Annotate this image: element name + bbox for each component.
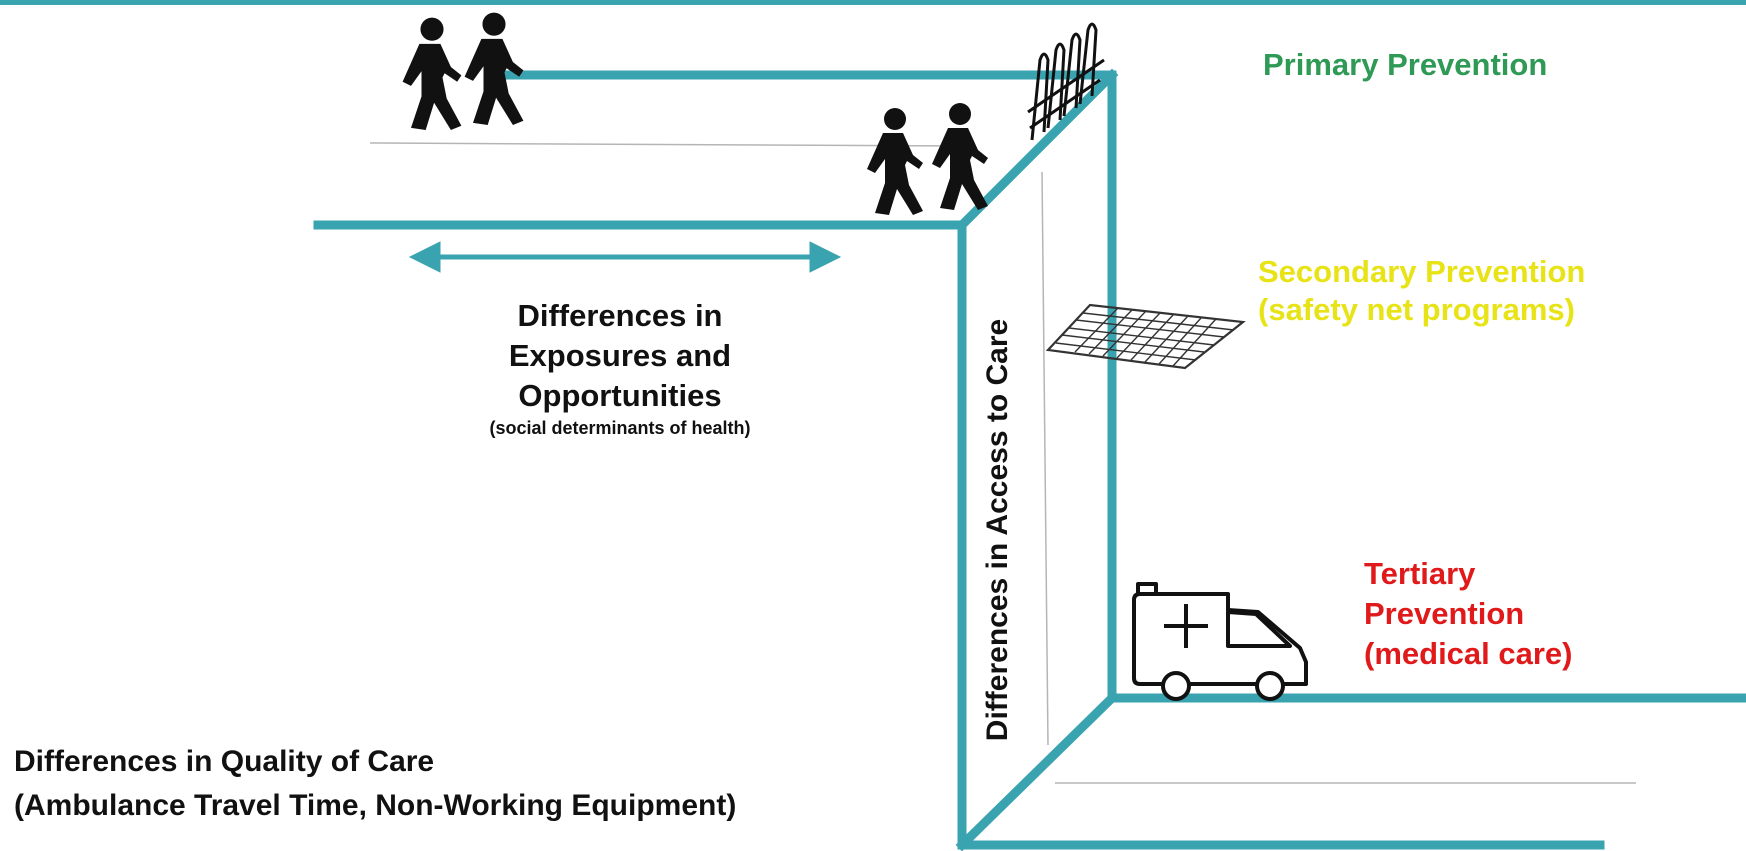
fence-icon xyxy=(1027,22,1105,141)
access-to-care-label: Differences in Access to Care xyxy=(981,318,1014,742)
quality-line-2: (Ambulance Travel Time, Non-Working Equi… xyxy=(14,789,737,822)
primary-prevention-label: Primary Prevention xyxy=(1263,47,1548,82)
safety-net-icon xyxy=(1045,303,1246,370)
ambulance-icon xyxy=(1132,582,1308,701)
exposures-label: Differences in Exposures and Opportuniti… xyxy=(430,296,810,440)
exposures-line-1: Differences in xyxy=(517,298,723,333)
top-border xyxy=(0,0,1746,5)
double-arrow-icon xyxy=(408,241,842,273)
quality-of-care-label: Differences in Quality of Care (Ambulanc… xyxy=(14,740,736,828)
tertiary-prevention-label: Tertiary Prevention (medical care) xyxy=(1364,554,1573,674)
exposures-line-3: Opportunities xyxy=(518,378,722,413)
tertiary-line-3: (medical care) xyxy=(1364,636,1573,671)
secondary-prevention-subtitle: (safety net programs) xyxy=(1258,292,1575,327)
secondary-prevention-title: Secondary Prevention xyxy=(1258,254,1586,289)
cliff-structure xyxy=(313,68,1746,851)
tertiary-line-1: Tertiary xyxy=(1364,556,1476,591)
quality-line-1: Differences in Quality of Care xyxy=(14,745,435,778)
tertiary-line-2: Prevention xyxy=(1364,596,1525,631)
exposures-line-2: Exposures and xyxy=(508,338,732,373)
secondary-prevention-label: Secondary Prevention (safety net program… xyxy=(1258,253,1585,329)
walking-people-icon-2 xyxy=(867,103,988,215)
exposures-subtitle: (social determinants of health) xyxy=(489,418,751,438)
guide-lines xyxy=(369,142,1636,784)
